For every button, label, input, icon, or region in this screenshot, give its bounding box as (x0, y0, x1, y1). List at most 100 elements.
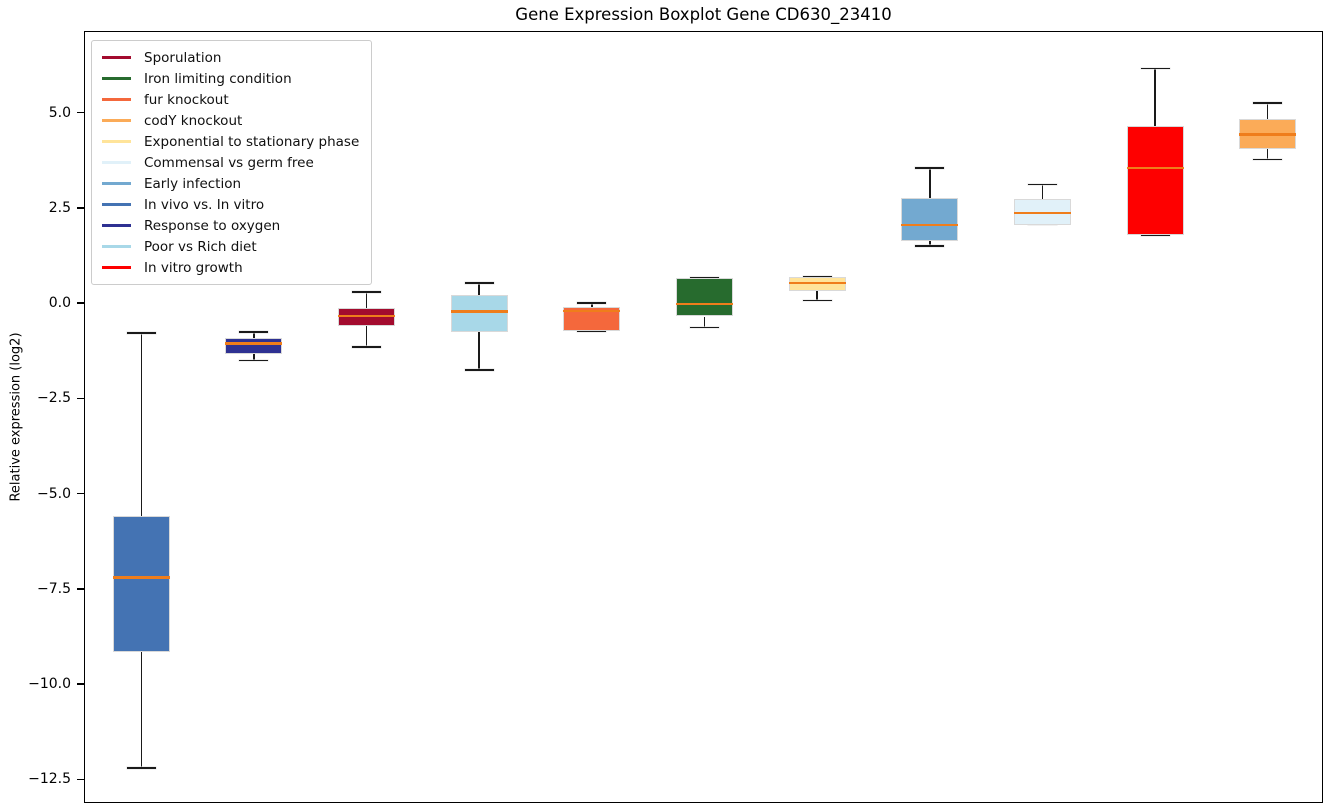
legend-swatch (102, 202, 131, 207)
y-axis-label: Relative expression (log2) (8, 332, 24, 502)
chart-title: Gene Expression Boxplot Gene CD630_23410 (515, 5, 892, 24)
lower-cap (1027, 223, 1057, 226)
legend-swatch (102, 244, 131, 249)
y-tick-mark (77, 207, 84, 209)
y-tick-label: −5.0 (37, 485, 71, 502)
legend-item-cody-knockout: codY knockout (102, 110, 359, 131)
lower-cap (915, 245, 945, 247)
legend-item-commensal-vs-germ-free: Commensal vs germ free (102, 152, 359, 173)
median-line (563, 309, 621, 312)
median-line (225, 342, 283, 345)
upper-cap (915, 167, 945, 169)
y-tick-label: −12.5 (28, 771, 71, 788)
lower-cap (1253, 158, 1283, 161)
legend-label: Commensal vs germ free (144, 154, 314, 171)
upper-whisker (591, 303, 593, 307)
box (225, 338, 283, 354)
legend-item-poor-vs-rich-diet: Poor vs Rich diet (102, 236, 359, 257)
y-tick-mark (77, 588, 84, 590)
lower-whisker (365, 326, 368, 347)
box (450, 295, 508, 333)
legend-label: In vivo vs. In vitro (144, 196, 265, 213)
legend-label: Iron limiting condition (144, 70, 292, 87)
lower-cap (802, 299, 832, 302)
plot-area: 5.0 2.5 0.0 −2.5 −5.0 −7.5 −10.0 −12.5 Sporulat… (28, 31, 1323, 803)
lower-cap (690, 326, 719, 329)
y-tick-mark (77, 778, 84, 780)
median-line (788, 281, 846, 285)
legend-item-exponential-to-stationary-phase: Exponential to stationary phase (102, 131, 359, 152)
legend-label: Exponential to stationary phase (144, 133, 360, 150)
y-tick-label: 0.0 (48, 295, 71, 312)
y-tick-mark (77, 302, 84, 304)
lower-whisker (253, 353, 255, 361)
upper-cap (239, 331, 269, 333)
upper-whisker (1041, 184, 1044, 199)
legend-swatch (102, 223, 131, 228)
median-line (901, 223, 959, 227)
median-line (1239, 133, 1297, 136)
lower-cap (239, 359, 269, 362)
median-line (338, 314, 396, 317)
legend-swatch (102, 181, 131, 186)
box (112, 516, 170, 652)
legend-swatch (102, 160, 131, 165)
legend-swatch (102, 76, 131, 81)
box (1126, 126, 1184, 236)
y-tick-mark (77, 112, 84, 114)
upper-cap (352, 291, 382, 293)
lower-cap (1140, 234, 1170, 237)
upper-whisker (478, 282, 480, 296)
lower-whisker (929, 241, 931, 247)
upper-whisker (1266, 102, 1269, 119)
legend-label: Sporulation (144, 49, 222, 66)
lower-cap (464, 369, 494, 371)
legend-label: fur knockout (144, 91, 229, 108)
legend-swatch (102, 139, 131, 144)
y-tick-mark (77, 397, 84, 400)
upper-cap (464, 282, 494, 284)
y-tick-label: −7.5 (37, 580, 71, 597)
legend-item-in-vitro-growth: In vitro growth (102, 257, 359, 278)
y-tick-mark (77, 683, 84, 685)
upper-whisker (140, 332, 143, 517)
lower-whisker (1266, 148, 1269, 160)
legend-swatch (102, 55, 131, 60)
lower-cap (352, 346, 382, 348)
y-tick-mark (77, 492, 84, 495)
y-tick-label: −2.5 (37, 390, 71, 407)
legend-swatch (102, 97, 131, 102)
median-line (676, 302, 733, 306)
lower-cap (577, 330, 607, 333)
box (338, 308, 396, 326)
legend-item-early-infection: Early infection (102, 173, 359, 194)
upper-whisker (365, 292, 368, 309)
legend-label: codY knockout (144, 112, 243, 129)
box (676, 278, 733, 317)
upper-whisker (929, 167, 931, 199)
upper-cap (1253, 102, 1283, 104)
median-line (1126, 166, 1184, 170)
y-tick-label: −10.0 (28, 676, 71, 693)
legend-label: Early infection (144, 175, 242, 192)
lower-whisker (478, 332, 480, 370)
upper-whisker (1154, 68, 1156, 127)
legend-label: Response to oxygen (144, 217, 281, 234)
y-tick-label: 2.5 (48, 199, 71, 216)
legend-item-in-vivo-vs-in-vitro: In vivo vs. In vitro (102, 194, 359, 215)
upper-cap (577, 302, 607, 304)
upper-cap (1140, 67, 1170, 70)
legend-item-sporulation: Sporulation (102, 47, 359, 68)
lower-whisker (703, 316, 706, 328)
legend-item-iron-limiting-condition: Iron limiting condition (102, 68, 359, 89)
median-line (112, 576, 170, 579)
y-tick-label: 5.0 (48, 104, 71, 121)
legend-swatch (102, 118, 131, 123)
lower-whisker (140, 651, 143, 768)
lower-cap (126, 767, 156, 769)
legend-label: Poor vs Rich diet (144, 238, 257, 255)
upper-cap (126, 332, 156, 334)
legend-item-fur-knockout: fur knockout (102, 89, 359, 110)
